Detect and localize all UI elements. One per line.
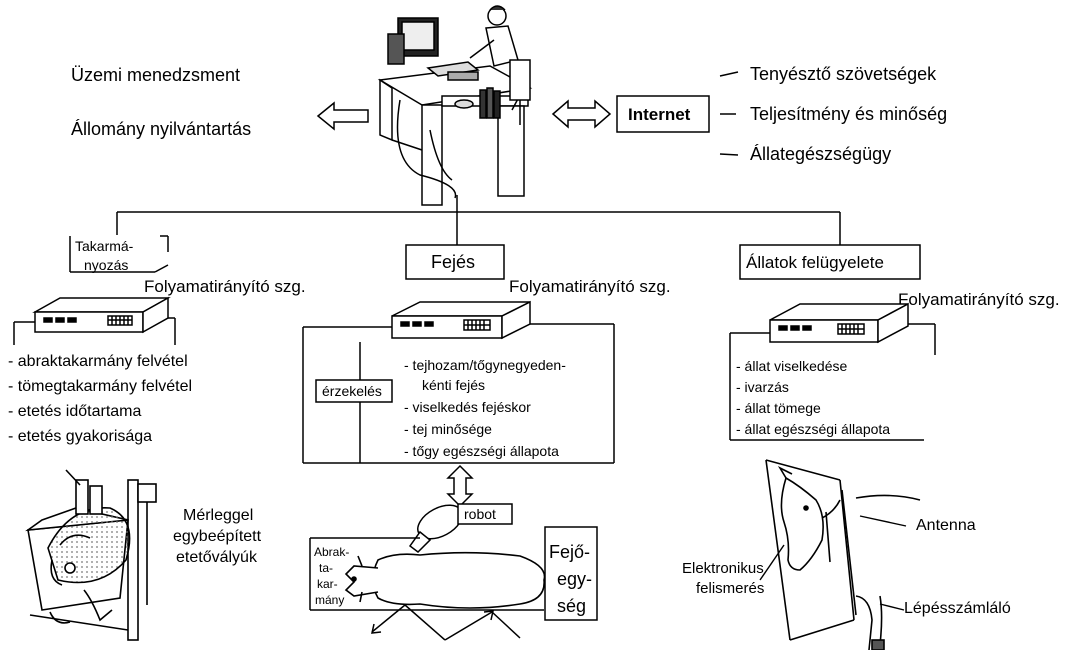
monitoring-callouts (759, 515, 907, 611)
sensing-box (315, 379, 393, 403)
electronic-id-line2: felismerés (696, 580, 764, 597)
milking-unit-line1: Fejő- (549, 542, 590, 562)
concentrate-label-line1: Abrak- (314, 545, 349, 559)
milking-item-quality: - tej minősége (404, 421, 492, 437)
milking-unit-line2: egy- (557, 569, 592, 589)
milking-title: Fejés (431, 252, 475, 272)
feeding-item-concentrate: - abraktakarmány felvétel (8, 353, 188, 370)
monitoring-item-behaviour: - állat viselkedése (736, 358, 847, 374)
internet-link-health: Állategészségügy (750, 144, 891, 164)
robot-box (457, 503, 513, 525)
milking-frame (302, 323, 615, 464)
internet-label: Internet (628, 105, 691, 124)
internet-links-connectors (719, 71, 739, 156)
feeding-title-box (69, 235, 169, 273)
milking-item-yield-cont: kénti fejés (422, 377, 485, 393)
feeding-controller-label: Folyamatirányító szg. (144, 277, 306, 296)
feeding-trough-illustration (25, 469, 157, 641)
milking-title-box (405, 244, 505, 280)
management-label: Üzemi menedzsment (71, 65, 240, 85)
office-computer-illustration (377, 5, 533, 206)
monitoring-list-bracket (729, 323, 936, 441)
concentrate-label-line4: mány (315, 593, 344, 607)
feeding-item-duration: - etetés időtartama (8, 403, 142, 420)
feeding-title-line1: Takarmá- (75, 238, 134, 254)
internet-link-breeders: Tenyésztő szövetségek (750, 64, 937, 84)
sensing-label: érzekelés (322, 383, 382, 399)
tree-connector (116, 195, 841, 245)
feeding-controller-device (32, 296, 171, 334)
milking-controller-device (391, 300, 531, 340)
monitoring-title: Állatok felügyelete (746, 253, 884, 272)
feeding-item-frequency: - etetés gyakorisága (8, 428, 152, 445)
feeding-item-roughage: - tömegtakarmány felvétel (8, 378, 192, 395)
monitoring-item-health: - állat egészségi állapota (736, 421, 890, 437)
milking-controller-label: Folyamatirányító szg. (509, 277, 671, 296)
monitoring-item-weight: - állat tömege (736, 400, 821, 416)
milking-unit-line3: ség (557, 596, 586, 616)
internet-link-performance: Teljesítmény és minőség (750, 104, 947, 124)
robot-label: robot (464, 506, 496, 522)
trough-label-line2: egybeépített (173, 528, 262, 545)
monitoring-controller-label: Folyamatirányító szg. (898, 290, 1060, 309)
cow-antenna-illustration (765, 459, 921, 650)
milking-item-udder-health: - tőgy egészségi állapota (404, 443, 559, 459)
cow-outline-top-view (344, 551, 546, 609)
monitoring-title-box (739, 244, 921, 280)
trough-label-line1: Mérleggel (183, 507, 253, 524)
internet-double-arrow (551, 99, 612, 129)
concentrate-label-line2: ta- (319, 561, 333, 575)
electronic-id-line1: Elektronikus (682, 560, 764, 577)
antenna-label: Antenna (916, 517, 976, 534)
trough-label-line3: etetővályúk (176, 549, 258, 566)
registry-label: Állomány nyilvántartás (71, 119, 251, 139)
milking-item-behaviour: - viselkedés fejéskor (404, 399, 531, 415)
milking-item-yield: - tejhozam/tőgynegyeden- (404, 357, 566, 373)
milking-stall (309, 537, 544, 611)
monitoring-controller-device (769, 302, 909, 344)
concentrate-label-line3: kar- (317, 577, 338, 591)
pedometer-label: Lépésszámláló (904, 600, 1011, 617)
feeding-list-bracket (13, 317, 176, 345)
milking-vertical-arrow (446, 464, 474, 508)
internet-box (616, 95, 710, 133)
monitoring-item-estrus: - ivarzás (736, 379, 789, 395)
left-hollow-arrow (316, 101, 369, 131)
milking-unit-box (544, 526, 598, 621)
cow-movement-arrows (371, 604, 521, 641)
feeding-title-line2: nyozás (84, 257, 128, 273)
